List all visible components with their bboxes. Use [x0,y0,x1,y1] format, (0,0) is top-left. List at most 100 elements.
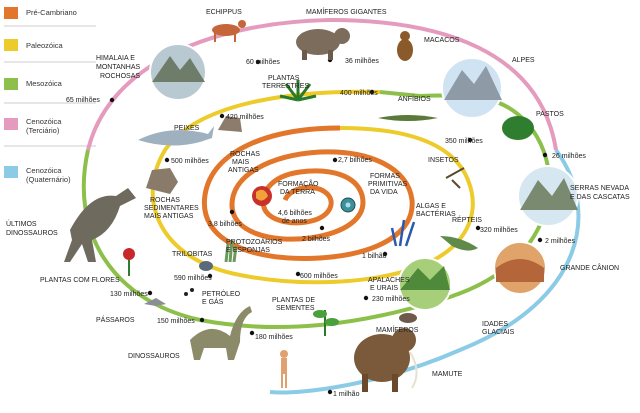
center-age-1: 4,6 bilhões [278,210,312,217]
center-title-1: FORMAÇÃO [278,179,319,188]
label-plantas-terrestres-2: TERRESTRES [262,83,309,90]
legend: Pré-Cambriano Paleozóica Mesozóica Cenoz… [4,7,96,184]
time-320m: 320 milhões [480,227,518,234]
grass-icon [502,116,534,140]
photo-himalaia [149,43,207,101]
brontosaurus-icon [190,306,252,360]
time-420m: 420 milhões [226,114,264,121]
time-500m: 500 milhões [171,158,209,165]
label-himalaia-3: ROCHOSAS [100,73,140,80]
label-serras-2: E DAS CASCATAS [570,194,630,201]
algae-icon [390,219,416,247]
insect-icon [445,167,465,189]
lizard-icon [440,236,478,251]
label-idades-2: GLACIAIS [482,329,515,336]
label-rochas-antigas-1: ROCHAS [230,151,260,158]
amphibian-icon [378,115,438,121]
time-150m: 150 milhões [157,318,195,325]
time-590m: 590 milhões [174,275,212,282]
legend-swatch-quaternary [4,166,18,178]
primitive-cell-icon [340,197,356,213]
label-petroleo-1: PETRÓLEO [202,289,241,298]
time-36m: 36 milhões [345,58,379,65]
label-formas-1: FORMAS [370,173,400,180]
label-insetos: INSETOS [428,157,459,164]
rock-icon [146,168,178,194]
time-180m: 180 milhões [255,334,293,341]
oil-drops-icon [184,288,194,296]
label-apalaches-1: APALACHES [368,277,410,284]
label-rochas-sed-1: ROCHAS [150,197,180,204]
label-rochas-antigas-2: MAIS [232,159,249,166]
trilobite-icon [199,261,213,271]
photo-apalaches [398,257,452,311]
center-title-2: DA TERRA [280,189,315,196]
label-passaros: PÁSSAROS [96,315,135,324]
label-plantas-flores: PLANTAS COM FLORES [40,277,120,284]
label-ultimos-2: DINOSSAUROS [6,230,58,237]
time-38b: 3,8 bilhões [208,221,242,228]
label-rochas-sed-2: SEDIMENTARES [144,205,199,212]
label-algas-1: ALGAS E [416,203,446,210]
label-plantas-sementes-1: PLANTAS DE [272,297,315,304]
giant-mammal-icon [296,28,350,60]
band-paleozoic [150,89,475,285]
time-600m: 600 milhões [300,273,338,280]
seed-plant-icon [313,310,339,336]
sponge-icon [224,239,238,263]
label-repteis: RÉPTEIS [452,215,482,224]
label-formas-2: PRIMITIVAS [368,181,407,188]
legend-label-quaternary-1: Cenozóica [26,166,62,175]
time-400m: 400 milhões [340,90,378,97]
shark-icon [138,126,214,146]
legend-label-tertiary-2: (Terciário) [26,126,60,135]
label-himalaia-2: MONTANHAS [96,64,141,71]
label-serras-1: SERRAS NEVADA [570,185,629,192]
band-quaternary [269,148,581,395]
label-himalaia-1: HIMALAIA E [96,55,135,62]
label-rochas-antigas-3: ANTIGAS [228,167,259,174]
earth-formation-icon [252,186,272,206]
time-230m: 230 milhões [372,296,410,303]
label-trilobitas: TRILOBITAS [172,251,213,258]
legend-swatch-precambrian [4,7,18,19]
label-peixes: PEIXES [174,125,200,132]
time-350m: 350 milhões [445,138,483,145]
photo-alpes [441,57,503,119]
label-mamiferos-gigantes: MAMÍFEROS GIGANTES [306,7,387,16]
band-precambrian [201,125,415,261]
time-2b: 2 bilhões [302,236,331,243]
label-protozoarios-1: PROTOZOÁRIOS [226,237,283,246]
echippus-icon [212,20,246,42]
label-apalaches-2: E URAIS [370,285,398,292]
time-65m: 65 milhões [66,97,100,104]
label-mamute: MAMUTE [432,371,463,378]
time-26m: 26 milhões [552,153,586,160]
mammoth-icon [354,328,418,392]
time-1b: 1 bilhão [362,253,387,260]
legend-swatch-mesozoic [4,78,18,90]
time-27b: 2,7 bilhões [338,157,372,164]
label-rochas-sed-3: MAIS ANTIGAS [144,213,194,220]
legend-swatch-paleozoic [4,39,18,51]
time-markers [109,57,548,395]
trex-icon [64,188,136,262]
legend-label-quaternary-2: (Quaternário) [26,175,71,184]
human-icon [280,350,288,388]
time-60m: 60 milhões [246,59,280,66]
legend-swatch-tertiary [4,118,18,130]
label-dinossauros: DINOSSAUROS [128,353,180,360]
time-1m: 1 milhão [333,391,360,398]
label-ultimos-1: ÚLTIMOS [6,219,37,228]
label-echippus: ECHIPPUS [206,9,242,16]
label-algas-2: BACTÉRIAS [416,209,456,218]
label-petroleo-2: E GÁS [202,297,224,306]
time-130m: 130 milhões [110,291,148,298]
labels: FORMAÇÃO DA TERRA 4,6 bilhões de anos 1 … [6,7,630,398]
label-alpes: ALPES [512,57,535,64]
label-plantas-terrestres-1: PLANTAS [268,75,300,82]
photo-serras [517,165,579,227]
label-anfibios: ANFÍBIOS [398,94,431,103]
